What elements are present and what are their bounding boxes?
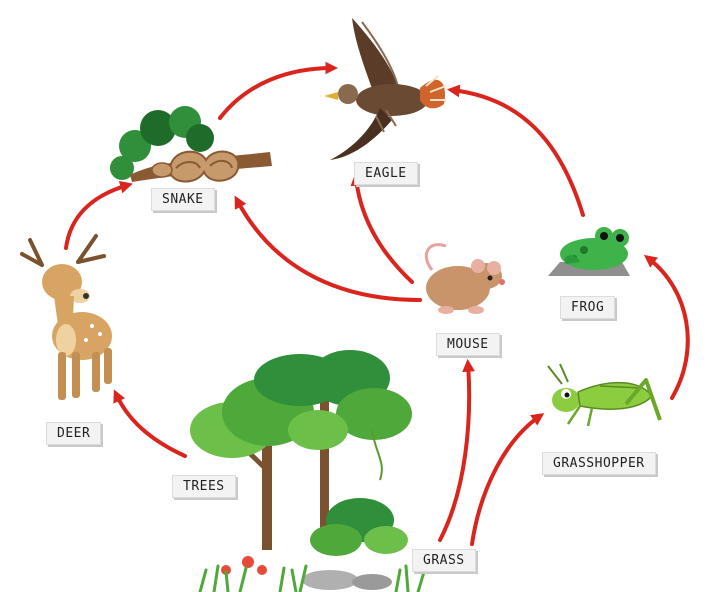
node-label-deer: DEER [46,422,102,445]
arrow-frog-to-eagle [446,84,585,217]
node-label-frog: FROG [560,296,616,319]
arrow-trees-to-deer [113,389,187,458]
node-label-grasshopper: GRASSHOPPER [542,452,656,475]
arrow-mouse-to-snake [234,195,422,302]
arrow-grass-to-grasshopper [470,413,545,546]
arrow-grasshopper-to-frog [643,254,690,400]
trees-illustration [190,350,412,590]
deer-illustration [20,234,112,400]
grass-illustration [198,564,426,592]
arrow-snake-to-eagle [218,61,339,120]
arrow-mouse-to-eagle [350,172,414,284]
node-label-eagle: EAGLE [354,162,418,185]
grasshopper-illustration [547,363,662,427]
snake-illustration [110,106,272,183]
arrows [64,61,690,546]
arrow-deer-to-snake [64,180,133,250]
eagle-illustration [324,18,447,160]
node-label-mouse: MOUSE [436,333,500,356]
frog-illustration [548,227,630,276]
arrow-grass-to-mouse [438,358,475,542]
node-label-snake: SNAKE [151,188,215,211]
node-label-trees: TREES [172,475,236,498]
node-label-grass: GRASS [412,549,476,572]
mouse-illustration [424,243,505,314]
